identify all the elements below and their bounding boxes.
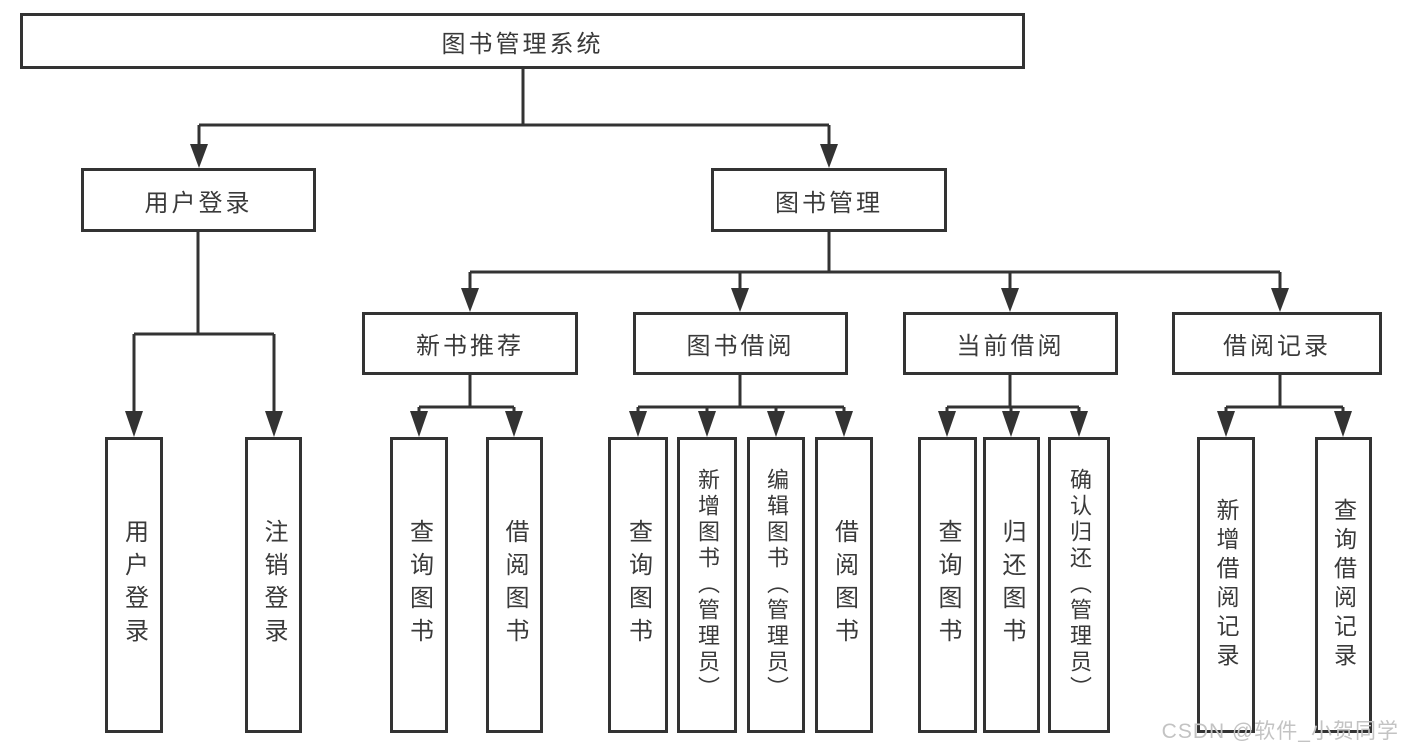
leaf-borrow-books-2: 借阅图书 xyxy=(815,437,873,733)
leaf-edit-books-admin: 编辑图书（管理员） xyxy=(747,437,805,733)
node-current-borrow: 当前借阅 xyxy=(903,312,1118,375)
node-book-management: 图书管理 xyxy=(711,168,947,232)
node-user-login: 用户登录 xyxy=(81,168,316,232)
csdn-watermark: CSDN @软件_小贺同学 xyxy=(1161,720,1399,743)
leaf-add-books-admin: 新增图书（管理员） xyxy=(677,437,737,733)
node-library-system: 图书管理系统 xyxy=(20,13,1025,69)
leaf-return-books: 归还图书 xyxy=(983,437,1040,733)
leaf-query-books-3: 查询图书 xyxy=(918,437,977,733)
leaf-user-login: 用户登录 xyxy=(105,437,163,733)
leaf-logout: 注销登录 xyxy=(245,437,302,733)
leaf-query-books-2: 查询图书 xyxy=(608,437,668,733)
leaf-borrow-books: 借阅图书 xyxy=(486,437,543,733)
leaf-confirm-return-admin: 确认归还（管理员） xyxy=(1048,437,1110,733)
node-book-borrow: 图书借阅 xyxy=(633,312,848,375)
node-borrow-records: 借阅记录 xyxy=(1172,312,1382,375)
leaf-add-borrow-record: 新增借阅记录 xyxy=(1197,437,1255,733)
node-new-book-recommend: 新书推荐 xyxy=(362,312,578,375)
arrowheads xyxy=(125,144,1352,437)
leaf-query-borrow-record: 查询借阅记录 xyxy=(1315,437,1372,733)
leaf-query-books: 查询图书 xyxy=(390,437,448,733)
